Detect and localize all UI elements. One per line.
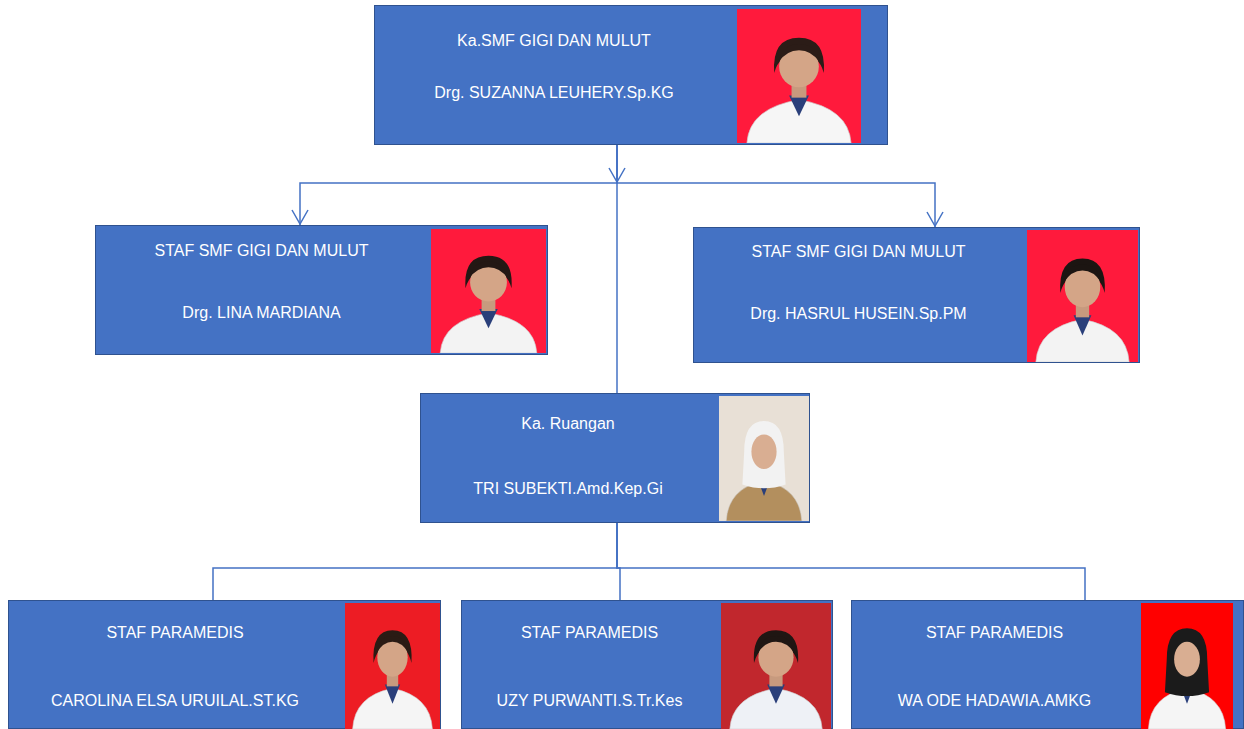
- person-name: CAROLINA ELSA URUILAL.ST.KG: [51, 691, 299, 710]
- text-area: Ka. RuanganTRI SUBEKTI.Amd.Kep.Gi: [421, 394, 715, 498]
- person-name: Drg. HASRUL HUSEIN.Sp.PM: [750, 304, 966, 323]
- staff-box: STAF PARAMEDIS CAROLINA ELSA URUILAL.ST.K…: [8, 600, 441, 729]
- role-title: STAF PARAMEDIS: [521, 623, 658, 642]
- text-area: Ka.SMF GIGI DAN MULUT Drg. SUZANNA LEUHER…: [375, 6, 733, 102]
- staff-box: Ka. RuanganTRI SUBEKTI.Amd.Kep.Gi: [420, 393, 810, 523]
- text-area: STAF PARAMEDIS CAROLINA ELSA URUILAL.ST.K…: [9, 601, 341, 710]
- person-name: UZY PURWANTI.S.Tr.Kes: [497, 691, 683, 710]
- text-area: STAF PARAMEDIS UZY PURWANTI.S.Tr.Kes: [462, 601, 717, 710]
- role-title: STAF PARAMEDIS: [926, 623, 1063, 642]
- text-area: STAF SMF GIGI DAN MULUT Drg. LINA MARDIAN…: [96, 226, 427, 322]
- role-title: Ka. Ruangan: [521, 414, 614, 433]
- staff-box: Ka.SMF GIGI DAN MULUT Drg. SUZANNA LEUHER…: [374, 5, 888, 145]
- org-connector: [292, 145, 617, 225]
- portrait-photo: [737, 9, 861, 143]
- org-connector: [617, 145, 618, 393]
- person-name: WA ODE HADAWIA.AMKG: [898, 691, 1092, 710]
- staff-box: STAF SMF GIGI DAN MULUT Drg. HASRUL HUSEI…: [693, 227, 1140, 363]
- person-name: Drg. SUZANNA LEUHERY.Sp.KG: [434, 83, 674, 102]
- text-area: STAF SMF GIGI DAN MULUT Drg. HASRUL HUSEI…: [694, 228, 1023, 323]
- portrait-photo: [1027, 230, 1138, 362]
- portrait-photo: [431, 229, 546, 353]
- staff-box: STAF PARAMEDIS WA ODE HADAWIA.AMKG: [851, 600, 1244, 729]
- role-title: STAF PARAMEDIS: [106, 623, 243, 642]
- person-name: TRI SUBEKTI.Amd.Kep.Gi: [473, 479, 662, 498]
- person-name: Drg. LINA MARDIANA: [182, 303, 340, 322]
- role-title: STAF SMF GIGI DAN MULUT: [155, 241, 369, 260]
- org-connector: [617, 523, 1085, 600]
- role-title: Ka.SMF GIGI DAN MULUT: [457, 31, 651, 50]
- role-title: STAF SMF GIGI DAN MULUT: [752, 242, 966, 261]
- staff-box: STAF PARAMEDIS UZY PURWANTI.S.Tr.Kes: [461, 600, 833, 729]
- portrait-photo: [1141, 603, 1233, 729]
- org-connector: [213, 523, 617, 600]
- org-connector: [617, 145, 943, 227]
- portrait-photo: [721, 603, 831, 729]
- portrait-photo: [719, 396, 809, 521]
- staff-box: STAF SMF GIGI DAN MULUT Drg. LINA MARDIAN…: [95, 225, 548, 355]
- portrait-photo: [345, 603, 440, 729]
- text-area: STAF PARAMEDIS WA ODE HADAWIA.AMKG: [852, 601, 1137, 710]
